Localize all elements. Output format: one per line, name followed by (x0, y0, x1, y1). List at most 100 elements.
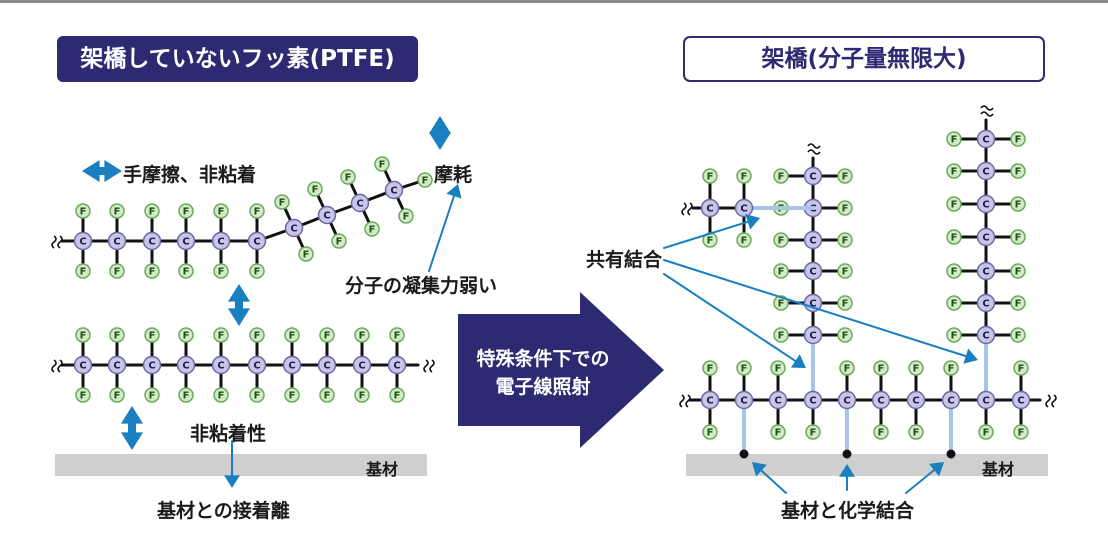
fluorine-atom (1010, 163, 1026, 179)
fluorine-atom (109, 327, 125, 343)
fluorine-atom (1010, 196, 1026, 212)
fluorine-atom-symbol: F (778, 236, 785, 247)
fluorine-atom-symbol: F (359, 391, 366, 402)
carbon-atom-symbol: C (982, 167, 989, 178)
chain-break-stroke (429, 359, 435, 373)
chemical-bond-label: 基材と化学結合 (781, 500, 915, 522)
friction-arrow-head-start (82, 160, 100, 182)
fluorine-atom (1013, 424, 1029, 440)
fluorine-atom (109, 203, 125, 219)
carbon-atom (976, 129, 996, 149)
carbon-atom (73, 231, 93, 251)
carbon-atom-symbol: C (809, 267, 816, 278)
chain-break-stroke (980, 111, 994, 117)
fluorine-atom (837, 200, 853, 216)
fluorine-atom (946, 163, 962, 179)
fluorine-atom (178, 327, 194, 343)
carbon-atom-symbol: C (323, 361, 330, 372)
fluorine-atom (978, 424, 994, 440)
left-title: 架橋していないフッ素(PTFE) (57, 36, 418, 82)
fluorine-atom-symbol: F (778, 267, 785, 278)
fluorine-atom (837, 232, 853, 248)
fluorine-atom-symbol: F (324, 391, 331, 402)
carbon-atom-symbol: C (79, 237, 86, 248)
carbon-atom-symbol: C (253, 237, 260, 248)
carbon-atom (803, 390, 823, 410)
fluorine-atom (144, 387, 160, 403)
fluorine-atom-symbol: F (951, 167, 958, 178)
fluorine-atom-symbol: F (289, 391, 296, 402)
carbon-atom (768, 390, 788, 410)
carbon-atom (976, 390, 996, 410)
carbon-atom-symbol: C (393, 361, 400, 372)
carbon-atom-symbol: C (982, 233, 989, 244)
carbon-atom-symbol: C (253, 361, 260, 372)
carbon-atom (803, 261, 823, 281)
carbon-atom (803, 325, 823, 345)
fluorine-atom-symbol: F (254, 331, 261, 342)
fluorine-atom-symbol: F (775, 364, 782, 375)
fluorine-atom-symbol: F (1015, 135, 1022, 146)
fluorine-atom (773, 232, 789, 248)
left-substrate-label: 基材 (366, 460, 399, 479)
carbon-atom-symbol: C (182, 237, 189, 248)
fluorine-atom (178, 387, 194, 403)
carbon-atom-symbol: C (1017, 396, 1024, 407)
fluorine-atom-symbol: F (983, 428, 990, 439)
fluorine-atom-symbol: F (324, 331, 331, 342)
fluorine-atom-symbol: F (218, 207, 225, 218)
carbon-atom (282, 355, 302, 375)
fluorine-atom (75, 203, 91, 219)
carbon-atom-symbol: C (113, 361, 120, 372)
fluorine-atom (340, 169, 356, 185)
fluorine-atom-symbol: F (842, 236, 849, 247)
carbon-atom (107, 355, 127, 375)
fluorine-atom (213, 203, 229, 219)
chain-a-break (807, 143, 821, 155)
irradiation-label-line2: 電子線照射 (495, 376, 591, 398)
carbon-atom (803, 230, 823, 250)
fluorine-atom-symbol: F (951, 200, 958, 211)
carbon-atom-symbol: C (706, 396, 713, 407)
chain-break-stroke (681, 202, 687, 216)
fluorine-atom-symbol: F (254, 207, 261, 218)
fluorine-atom (389, 387, 405, 403)
chemical-arrow-1-head (752, 462, 767, 477)
carbon-atom-symbol: C (113, 237, 120, 248)
fluorine-atom-symbol: F (951, 331, 958, 342)
carbon-atom (211, 231, 231, 251)
fluorine-atom (213, 263, 229, 279)
fluorine-atom-symbol: F (1015, 299, 1022, 310)
fluorine-atom-symbol: F (345, 173, 352, 184)
fluorine-atom (249, 263, 265, 279)
fluorine-atom (1010, 327, 1026, 343)
carbon-atom-symbol: C (877, 396, 884, 407)
carbon-atom-symbol: C (912, 396, 919, 407)
fluorine-atom-symbol: F (80, 267, 87, 278)
substrate-gap-arrow-head-end (121, 432, 143, 450)
carbon-atom (142, 355, 162, 375)
left-substrate-bar (55, 454, 427, 476)
carbon-atom (871, 390, 891, 410)
fluorine-atom-symbol: F (842, 331, 849, 342)
right-title: 架橋(分子量無限大) (683, 36, 1045, 82)
fluorine-atom (837, 327, 853, 343)
chemical-arrow-1-line (760, 469, 787, 494)
fluorine-atom-symbol: F (778, 331, 785, 342)
carbon-atom-symbol: C (982, 200, 989, 211)
fluorine-atom (178, 203, 194, 219)
carbon-atom-symbol: C (148, 361, 155, 372)
interchain-arrow-head-end (228, 308, 250, 326)
carbon-atom (350, 193, 370, 213)
fluorine-atom (805, 424, 821, 440)
fluorine-atom-symbol: F (379, 160, 386, 171)
substrate-gap-arrow-head-start (121, 406, 143, 424)
weak-cohesion-label: 分子の凝集力弱い (345, 275, 498, 297)
carbon-atom (976, 194, 996, 214)
fluorine-atom-symbol: F (948, 364, 955, 375)
left-lower-break (51, 359, 63, 373)
fluorine-atom (873, 360, 889, 376)
chain-break-stroke (1045, 394, 1051, 408)
covalent-bond-label: 共有結合 (586, 249, 663, 271)
fluorine-atom-symbol: F (842, 172, 849, 183)
